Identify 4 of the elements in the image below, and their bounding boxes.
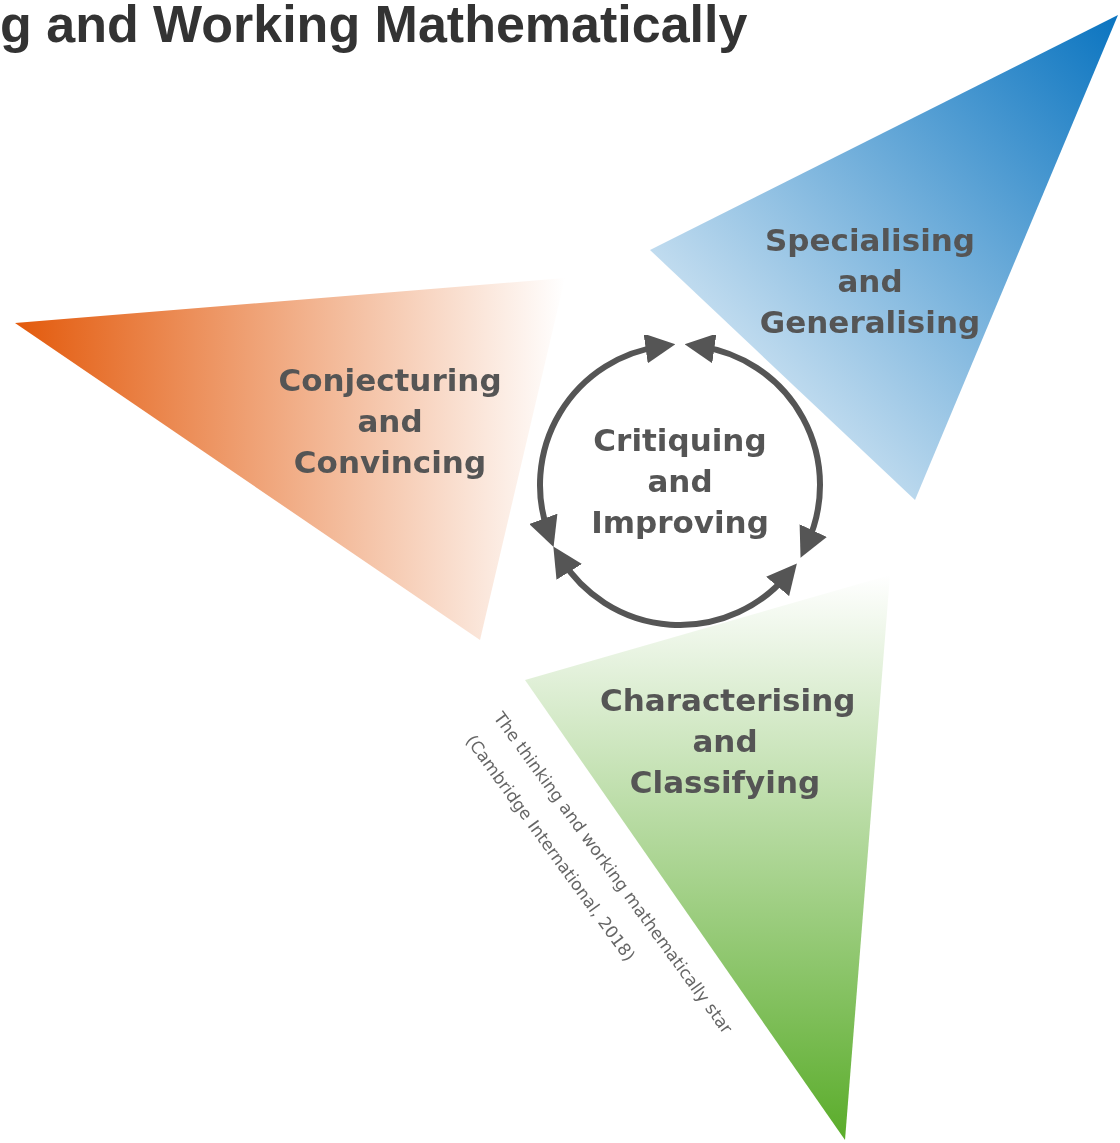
segment-label: Conjecturing and Convincing [277, 361, 503, 482]
segment-label: Critiquing and Improving [590, 421, 770, 542]
segment-label: Specialising and Generalising [758, 221, 982, 342]
title: g and Working Mathematically [0, 0, 748, 54]
